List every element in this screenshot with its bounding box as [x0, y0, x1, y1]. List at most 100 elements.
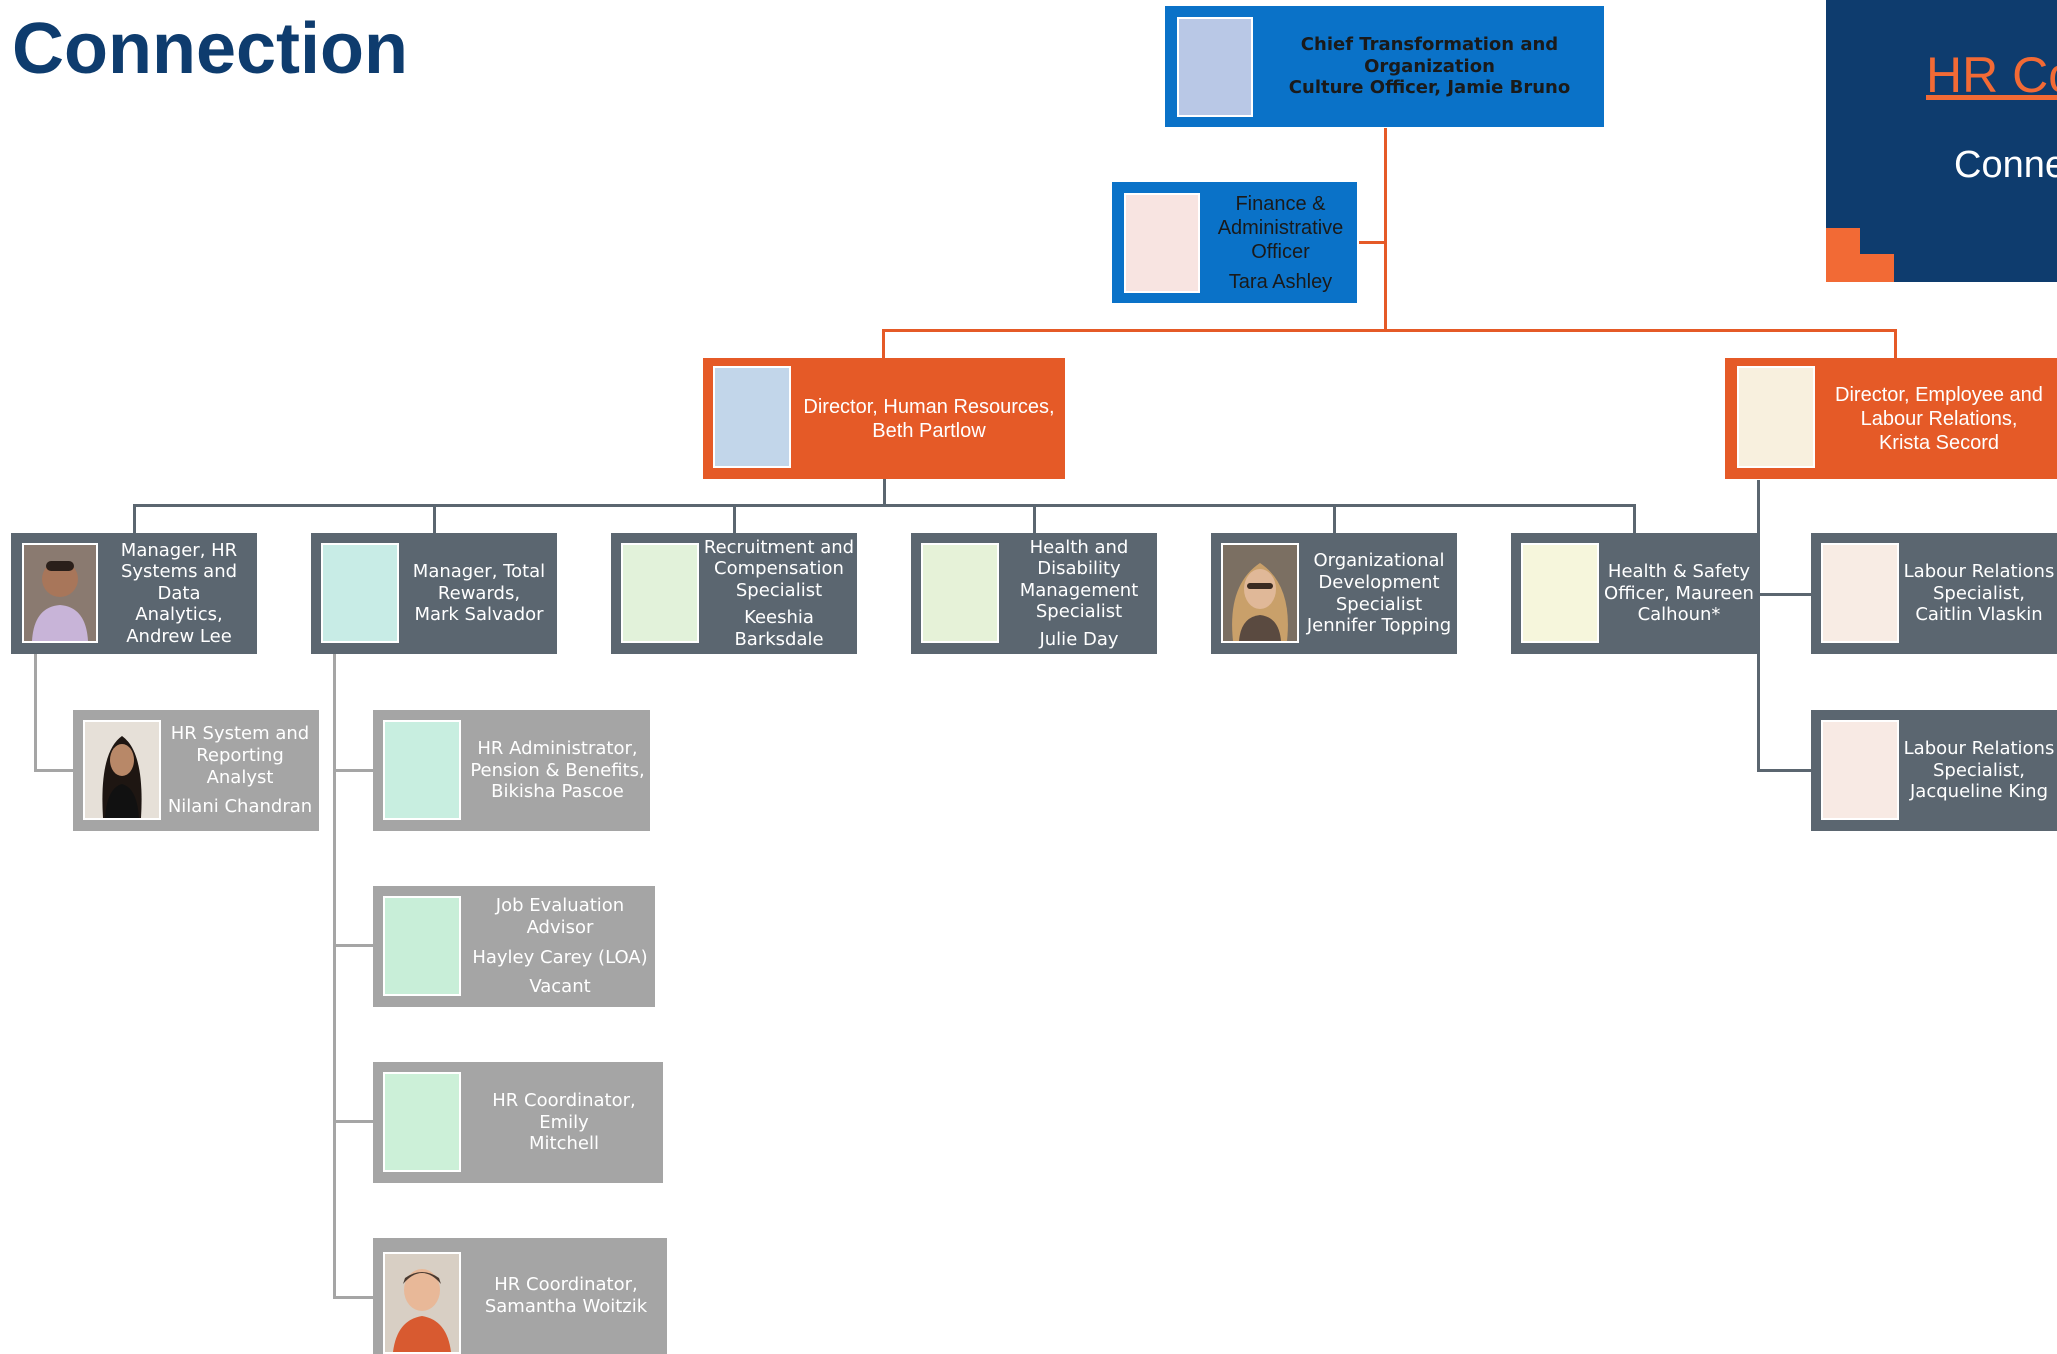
org-box-title: Chief Transformation and Organization [1300, 34, 1559, 77]
org-box-name: Mark Salvador [414, 604, 544, 626]
connector-line [1333, 504, 1336, 534]
org-box-title: Compensation [714, 558, 844, 580]
employee-photo [383, 1252, 461, 1354]
org-box-title: Specialist [1335, 593, 1423, 615]
connector-line [1757, 593, 1812, 596]
photo-placeholder [1124, 193, 1200, 293]
org-box-name: Jennifer Topping [1306, 615, 1452, 637]
org-box-name: Vacant [529, 976, 591, 998]
person-photo-icon [85, 722, 159, 818]
person-photo-icon [1223, 545, 1297, 641]
org-box-name: Krista Secord [1878, 431, 2000, 454]
org-box-title: Organizational [1313, 550, 1445, 572]
person-photo-icon [385, 1254, 459, 1352]
connector-line [1384, 128, 1387, 332]
employee-photo [83, 720, 161, 820]
org-box-title: Management [1019, 579, 1139, 601]
org-box-finance-officer[interactable]: Finance & Administrative Officer Tara As… [1112, 182, 1357, 303]
org-box-labour-relations-specialist[interactable]: Labour Relations Specialist, Caitlin Vla… [1811, 533, 2057, 654]
org-box-title: Officer [1251, 240, 1310, 263]
org-box-hr-coordinator[interactable]: HR Coordinator, Samantha Woitzik [373, 1238, 667, 1354]
connector-line [1894, 329, 1897, 359]
org-box-name: Jacqueline King [1910, 781, 2048, 803]
org-box-job-evaluation-advisor[interactable]: Job Evaluation Advisor Hayley Carey (LOA… [373, 886, 655, 1007]
person-photo-icon [24, 545, 96, 641]
org-box-title: Finance & [1235, 192, 1326, 215]
org-box-title: Rewards, [437, 582, 521, 604]
connector-line [1359, 241, 1386, 244]
connector-line [333, 944, 373, 947]
connector-line [133, 504, 1636, 507]
org-box-title: Analytics, [135, 604, 223, 626]
org-box-title: Manager, Total [412, 561, 546, 583]
connector-line [883, 478, 886, 506]
connector-line [1757, 480, 1760, 772]
org-box-title: Manager, HR [120, 539, 238, 561]
org-box-organizational-development-specialist[interactable]: Organizational Development Specialist Je… [1211, 533, 1457, 654]
org-box-title: Recruitment and [703, 536, 855, 558]
org-box-title: Specialist, [1932, 759, 2025, 781]
connector-line [333, 654, 336, 1299]
connector-line [1033, 504, 1036, 534]
org-box-hr-system-analyst[interactable]: HR System and Reporting Analyst Nilani C… [73, 710, 319, 831]
org-box-title: Specialist [735, 579, 823, 601]
connector-line [34, 654, 37, 772]
side-panel-link[interactable]: HR Co [1926, 47, 2057, 103]
org-box-title: HR Coordinator, [494, 1274, 638, 1296]
photo-placeholder [1177, 17, 1253, 117]
org-box-name: Keeshia [744, 607, 814, 629]
org-box-title: Health and [1029, 536, 1129, 558]
org-box-health-disability-specialist[interactable]: Health and Disability Management Special… [911, 533, 1157, 654]
connector-line [34, 769, 74, 772]
org-box-title: Officer, Maureen [1604, 582, 1754, 604]
org-box-manager-hr-systems[interactable]: Manager, HR Systems and Data Analytics, … [11, 533, 257, 654]
org-box-title: Labour Relations, [1860, 407, 2018, 430]
side-panel: HR Co Conne [1826, 0, 2057, 282]
org-box-health-safety-officer[interactable]: Health & Safety Officer, Maureen Calhoun… [1511, 533, 1757, 654]
org-box-director-human-resources[interactable]: Director, Human Resources, Beth Partlow [703, 358, 1065, 479]
org-box-name: Mitchell [529, 1133, 599, 1155]
org-box-title: Development [1318, 571, 1440, 593]
org-box-name: Caitlin Vlaskin [1915, 604, 2043, 626]
employee-photo [22, 543, 98, 643]
photo-placeholder [1737, 366, 1815, 468]
org-box-name: Nilani Chandran [167, 796, 313, 818]
connector-line [882, 329, 1897, 332]
org-box-recruitment-specialist[interactable]: Recruitment and Compensation Specialist … [611, 533, 857, 654]
connector-line [1758, 593, 1768, 596]
org-box-labour-relations-specialist[interactable]: Labour Relations Specialist, Jacqueline … [1811, 710, 2057, 831]
org-box-name: Culture Officer, Jamie Bruno [1288, 77, 1571, 99]
org-box-title: Director, Human Resources, [803, 395, 1055, 418]
org-box-title: Health & Safety [1607, 561, 1751, 583]
connector-line [433, 504, 436, 534]
org-box-title: Specialist, [1932, 582, 2025, 604]
employee-photo [1221, 543, 1299, 643]
org-box-name: Julie Day [1039, 628, 1119, 650]
org-box-name: Tara Ashley [1228, 270, 1333, 293]
org-box-name: Calhoun* [1637, 604, 1721, 626]
org-box-title: Specialist [1035, 601, 1123, 623]
photo-placeholder [921, 543, 999, 643]
connector-line [733, 504, 736, 534]
photo-placeholder [713, 366, 791, 468]
org-box-director-employee-labour-relations[interactable]: Director, Employee and Labour Relations,… [1725, 358, 2057, 479]
org-box-manager-total-rewards[interactable]: Manager, Total Rewards, Mark Salvador [311, 533, 557, 654]
connector-line [882, 329, 885, 359]
photo-placeholder [1821, 543, 1899, 643]
side-panel-subtitle: Conne [1954, 144, 2057, 186]
org-box-title: Advisor [526, 916, 594, 938]
connector-line [1757, 769, 1812, 772]
accent-block [1860, 254, 1894, 282]
org-box-title: Pension & Benefits, [470, 759, 645, 781]
photo-placeholder [1821, 720, 1899, 820]
org-box-title: Disability [1037, 558, 1121, 580]
org-box-title: Labour Relations [1903, 738, 2055, 760]
photo-placeholder [383, 720, 461, 820]
org-box-title: Systems and Data [120, 561, 238, 604]
org-box-title: Administrative [1217, 216, 1344, 239]
org-box-hr-administrator[interactable]: HR Administrator, Pension & Benefits, Bi… [373, 710, 650, 831]
org-box-name: Andrew Lee [126, 625, 232, 647]
org-box-title: HR Coordinator, Emily [492, 1090, 636, 1133]
org-box-hr-coordinator[interactable]: HR Coordinator, Emily Mitchell [373, 1062, 663, 1183]
org-box-chief-transformation-officer[interactable]: Chief Transformation and Organization Cu… [1165, 6, 1604, 127]
